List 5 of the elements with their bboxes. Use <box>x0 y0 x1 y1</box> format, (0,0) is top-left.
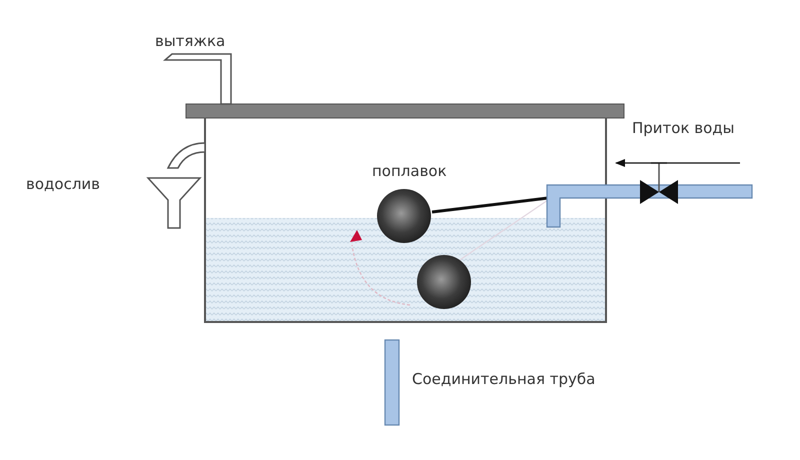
part-label: поплавок <box>372 162 447 180</box>
part-label: вытяжка <box>155 32 226 50</box>
part-label: Приток воды <box>632 119 735 137</box>
part-label: Соединительная труба <box>412 370 596 388</box>
part-label: водослив <box>26 175 100 193</box>
